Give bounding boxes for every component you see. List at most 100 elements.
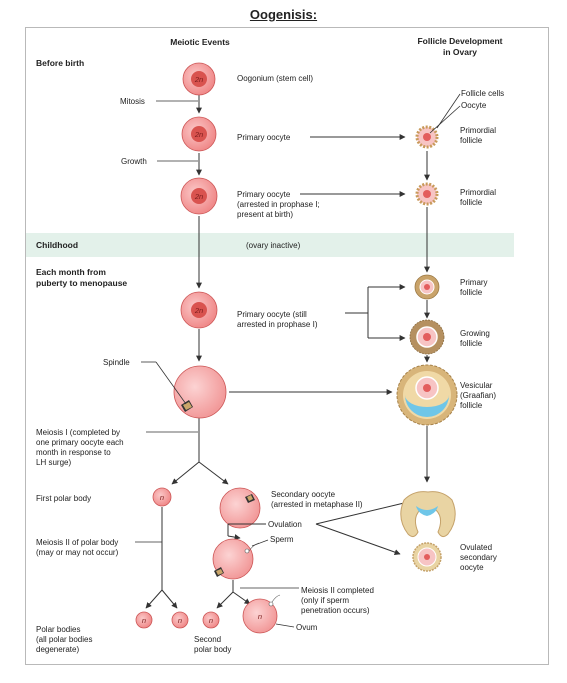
polar-bodies-line1: Polar bodies	[36, 625, 80, 634]
svg-text:n: n	[178, 616, 182, 625]
oocyte-pointer	[429, 105, 461, 134]
primary-oocyte-label: Primary oocyte	[237, 133, 291, 142]
primordial-2-line2: follicle	[460, 198, 483, 207]
second-polar-body-line1: Second	[194, 635, 221, 644]
polar-bodies-line2: (all polar bodies	[36, 635, 92, 644]
primary-follicle-line1: Primary	[460, 278, 488, 287]
oocyte-label: Oocyte	[461, 101, 487, 110]
stage-childhood: Childhood	[36, 240, 78, 250]
secondary-oocyte-line1: Secondary oocyte	[271, 490, 336, 499]
arrow-to-ovum	[232, 591, 251, 605]
first-polar-body-label: First polar body	[36, 494, 91, 503]
secondary-oocyte-line2: (arrested in metaphase II)	[271, 500, 363, 509]
arrow-to-second-polar-body	[216, 591, 234, 609]
ovulated-line2: secondary	[460, 553, 497, 562]
primary-arrested-line3: present at birth)	[237, 210, 293, 219]
svg-text:2n: 2n	[194, 306, 203, 315]
svg-text:2n: 2n	[194, 192, 203, 201]
follicle-cells-pointer	[436, 93, 461, 129]
childhood-band	[26, 233, 514, 257]
primary-follicle	[414, 274, 440, 300]
primary-oocyte-cell: 2n	[181, 116, 217, 152]
meiotic-events-header: Meiotic Events	[170, 37, 230, 47]
growing-follicle	[409, 319, 445, 355]
polar-bodies-line3: degenerate)	[36, 645, 79, 654]
meiosis2-polar-line1: Meiosis II of polar body	[36, 538, 118, 547]
primary-oocyte-still-arrested-cell: 2n	[180, 291, 218, 329]
vesicular-follicle	[396, 364, 458, 426]
stage-before-birth: Before birth	[36, 58, 84, 68]
svg-text:2n: 2n	[194, 130, 203, 139]
stage-each-month-line1: Each month from	[36, 267, 106, 277]
ovulation-label: Ovulation	[268, 520, 302, 529]
arrow-polar-right	[161, 589, 178, 609]
primary-still-line2: arrested in prophase I)	[237, 320, 318, 329]
meiosis1-line1: Meiosis I (completed by	[36, 428, 120, 437]
page-title: Oogenisis:	[249, 7, 318, 22]
arrow-ovulation-to-cell	[227, 534, 241, 541]
spindle-pointer	[155, 361, 187, 405]
primary-arrested-line2: (arrested in prophase I;	[237, 200, 320, 209]
primordial-follicle-2	[415, 182, 439, 206]
primordial-1-line1: Primordial	[460, 126, 496, 135]
secondary-oocyte-sperm-cell	[212, 538, 260, 580]
sperm-pointer	[251, 539, 269, 547]
spindle-label: Spindle	[103, 358, 130, 367]
oogonium-cell: 2n	[182, 62, 216, 96]
diagram-frame	[25, 27, 549, 665]
ovum-cell: n	[242, 594, 281, 634]
line-ovulation-up	[315, 502, 405, 525]
ovary-inactive-label: (ovary inactive)	[246, 241, 301, 250]
vesicular-line2: (Graafian)	[460, 391, 496, 400]
primary-follicle-line2: follicle	[460, 288, 483, 297]
growing-follicle-line1: Growing	[460, 329, 490, 338]
meiosis1-line2: one primary oocyte each	[36, 438, 124, 447]
primordial-1-line2: follicle	[460, 136, 483, 145]
growing-follicle-line2: follicle	[460, 339, 483, 348]
primordial-2-line1: Primordial	[460, 188, 496, 197]
primary-oocyte-spindle-cell	[173, 365, 227, 419]
meiosis1-line4: LH surge)	[36, 458, 71, 467]
arrow-ovulation-to-follicle	[315, 523, 401, 556]
ovulated-line1: Ovulated	[460, 543, 492, 552]
polar-body-1: n	[135, 611, 153, 629]
svg-text:n: n	[160, 493, 164, 502]
arrow-to-first-polar-body	[171, 461, 200, 485]
primary-arrested-line1: Primary oocyte	[237, 190, 291, 199]
sperm-label: Sperm	[270, 535, 294, 544]
stage-each-month-line2: puberty to menopause	[36, 278, 127, 288]
ovulated-secondary-oocyte	[412, 542, 442, 572]
svg-text:n: n	[209, 616, 213, 625]
svg-text:n: n	[258, 612, 262, 621]
oogonium-label: Oogonium (stem cell)	[237, 74, 313, 83]
second-polar-body-cell: n	[202, 611, 220, 629]
ruptured-follicle	[400, 491, 456, 538]
vesicular-line1: Vesicular	[460, 381, 493, 390]
second-polar-body-line2: polar body	[194, 645, 231, 654]
ovulated-line3: oocyte	[460, 563, 484, 572]
meiosis2-polar-line2: (may or may not occur)	[36, 548, 119, 557]
ovum-pointer	[275, 623, 295, 628]
follicle-cells-label: Follicle cells	[461, 89, 504, 98]
polar-body-2: n	[171, 611, 189, 629]
growth-label: Growth	[121, 157, 147, 166]
follicle-header-line2: in Ovary	[443, 47, 477, 57]
secondary-oocyte-cell	[219, 487, 261, 529]
ovum-label: Ovum	[296, 623, 318, 632]
svg-text:n: n	[142, 616, 146, 625]
arrow-polar-left	[145, 589, 163, 609]
primordial-follicle-1	[415, 125, 439, 149]
meiosis2-completed-line2: (only if sperm	[301, 596, 349, 605]
svg-text:2n: 2n	[194, 75, 203, 84]
meiosis1-line3: month in response to	[36, 448, 111, 457]
meiosis2-completed-line1: Meiosis II completed	[301, 586, 374, 595]
arrow-to-secondary-oocyte	[198, 461, 229, 485]
mitosis-label: Mitosis	[120, 97, 145, 106]
primary-oocyte-arrested-cell: 2n	[180, 177, 218, 215]
vesicular-line3: follicle	[460, 401, 483, 410]
follicle-header-line1: Follicle Development	[417, 36, 502, 46]
first-polar-body-cell: n	[152, 487, 172, 507]
meiosis2-completed-line3: penetration occurs)	[301, 606, 370, 615]
primary-still-line1: Primary oocyte (still	[237, 310, 307, 319]
